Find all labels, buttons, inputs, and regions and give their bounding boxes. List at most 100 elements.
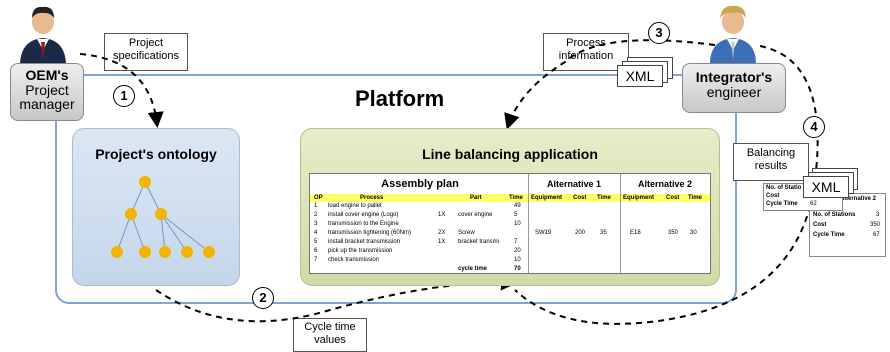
table-cell: 10 xyxy=(514,221,521,227)
project-specifications-callout: Project specifications xyxy=(104,33,188,71)
line-balancing-title: Line balancing application xyxy=(422,146,598,162)
assembly-plan-table xyxy=(309,173,711,274)
table-cell: 3 xyxy=(314,221,318,227)
results-cell: 67 xyxy=(873,232,880,238)
oem-line1: Project xyxy=(25,81,69,98)
table-divider xyxy=(528,174,529,273)
table-cell: check transmission xyxy=(328,257,380,263)
ontology-title: Project's ontology xyxy=(95,146,217,162)
alternative-2-title: Alternative 2 xyxy=(637,179,693,189)
cycle-time-label: cycle time xyxy=(458,266,488,272)
table-cell: 49 xyxy=(514,203,521,209)
step-4-badge: 4 xyxy=(803,116,825,138)
platform-container xyxy=(55,74,737,304)
alt1-time: 35 xyxy=(600,230,607,236)
results-cell: Cycle Time xyxy=(813,232,845,238)
alt1-cost: 200 xyxy=(575,230,586,236)
step-3-badge: 3 xyxy=(648,22,670,44)
table-cell: 4 xyxy=(314,230,318,236)
results-cell: No. of Stations xyxy=(813,212,856,218)
table-cell: transmission to the Engine xyxy=(328,221,399,227)
table-cell: 1 xyxy=(314,203,318,209)
table-cell: 1X xyxy=(438,239,446,245)
alt2-equipment: E18 xyxy=(630,230,641,236)
integrator-engineer-box: Integrator's engineer xyxy=(682,63,786,113)
table-cell: 5 xyxy=(314,239,318,245)
assembly-plan-title: Assembly plan xyxy=(381,178,459,190)
ontology-node xyxy=(203,246,215,258)
callout-line2: values xyxy=(314,334,346,347)
table-cell: 10 xyxy=(514,257,521,263)
balancing-results-callout: Balancing results xyxy=(733,143,809,181)
callout-line1: Balancing xyxy=(746,147,796,159)
results-cell: 350 xyxy=(870,222,881,228)
ontology-node xyxy=(159,246,171,258)
table-cell: 7 xyxy=(514,239,518,245)
callout-line1: Project xyxy=(128,37,164,49)
ontology-node xyxy=(139,176,151,188)
table-cell: cover engine xyxy=(458,212,493,218)
flow-arrow-4 xyxy=(514,45,819,325)
table-cell: 6 xyxy=(314,248,318,254)
integrator-line1: engineer xyxy=(706,83,762,100)
project-ontology-panel xyxy=(72,128,240,286)
results-cell: No. of Statio xyxy=(766,185,802,191)
alt2-header-equipment: Equipment xyxy=(623,195,654,201)
table-cell: 2X xyxy=(438,230,446,236)
ontology-tree-graph xyxy=(111,176,215,258)
table-cell: bracket transmi xyxy=(458,239,500,245)
callout-line1: Cycle time xyxy=(304,321,356,333)
table-cell: install bracket transmission xyxy=(328,239,401,245)
alt2-header-time: Time xyxy=(688,195,702,201)
alt1-header-equipment: Equipment xyxy=(531,195,562,201)
alt1-header-time: Time xyxy=(597,195,611,201)
step-1-badge: 1 xyxy=(113,85,135,107)
alternative-1-title: Alternative 1 xyxy=(546,179,602,189)
xml-document-icon: XML xyxy=(617,65,663,87)
callout-line2: information xyxy=(558,50,614,63)
oem-project-manager-box: OEM's Project manager xyxy=(10,63,84,121)
flow-arrow-3 xyxy=(504,39,716,130)
oem-label: OEM's xyxy=(25,67,69,83)
table-cell: pick up the transmission xyxy=(328,248,393,254)
cycle-time-value: 70 xyxy=(514,266,521,272)
oem-manager-person-icon xyxy=(20,6,66,66)
alt2-time: 30 xyxy=(690,230,697,236)
xml-document-icon: XML xyxy=(803,176,849,198)
integrator-engineer-person-icon xyxy=(710,5,756,64)
table-cell: 2 xyxy=(314,212,318,218)
ontology-node xyxy=(125,208,137,220)
alt1-header-cost: Cost xyxy=(573,195,587,201)
results-sheet-title: Alternative 2 xyxy=(840,196,877,202)
callout-line1: Process xyxy=(566,37,606,49)
ontology-node xyxy=(139,246,151,258)
alt1-equipment: SW19 xyxy=(535,230,552,236)
col-header-part: Part xyxy=(470,195,482,201)
alt2-cost: 350 xyxy=(668,230,679,236)
step-2-badge: 2 xyxy=(252,287,274,309)
ontology-node xyxy=(181,246,193,258)
cycle-time-values-callout: Cycle time values xyxy=(293,318,367,352)
oem-line2: manager xyxy=(19,96,75,113)
process-information-callout: Process information xyxy=(543,33,629,71)
integrator-label: Integrator's xyxy=(695,69,773,85)
table-cell: 5 xyxy=(514,212,518,218)
table-cell: install cover engine (Logo) xyxy=(328,212,399,218)
table-cell: 1X xyxy=(438,212,446,218)
results-cell: Cost xyxy=(813,222,827,228)
callout-line2: results xyxy=(754,160,788,173)
flow-arrow-2 xyxy=(155,274,517,323)
ontology-node xyxy=(111,246,123,258)
flow-arrow-1 xyxy=(79,53,164,128)
results-cell: 62 xyxy=(810,201,817,207)
platform-title: Platform xyxy=(355,86,445,111)
callout-line2: specifications xyxy=(112,50,180,63)
alt2-header-cost: Cost xyxy=(666,195,680,201)
table-cell: transmission tightening (60Nm) xyxy=(328,230,412,236)
table-cell: Screw xyxy=(458,230,475,236)
results-cell: Cost xyxy=(766,193,780,199)
results-cell: Cycle Time xyxy=(766,201,798,207)
ontology-node xyxy=(155,208,167,220)
col-header-process: Process xyxy=(360,195,384,201)
table-cell: load engine to pallet xyxy=(328,203,382,209)
